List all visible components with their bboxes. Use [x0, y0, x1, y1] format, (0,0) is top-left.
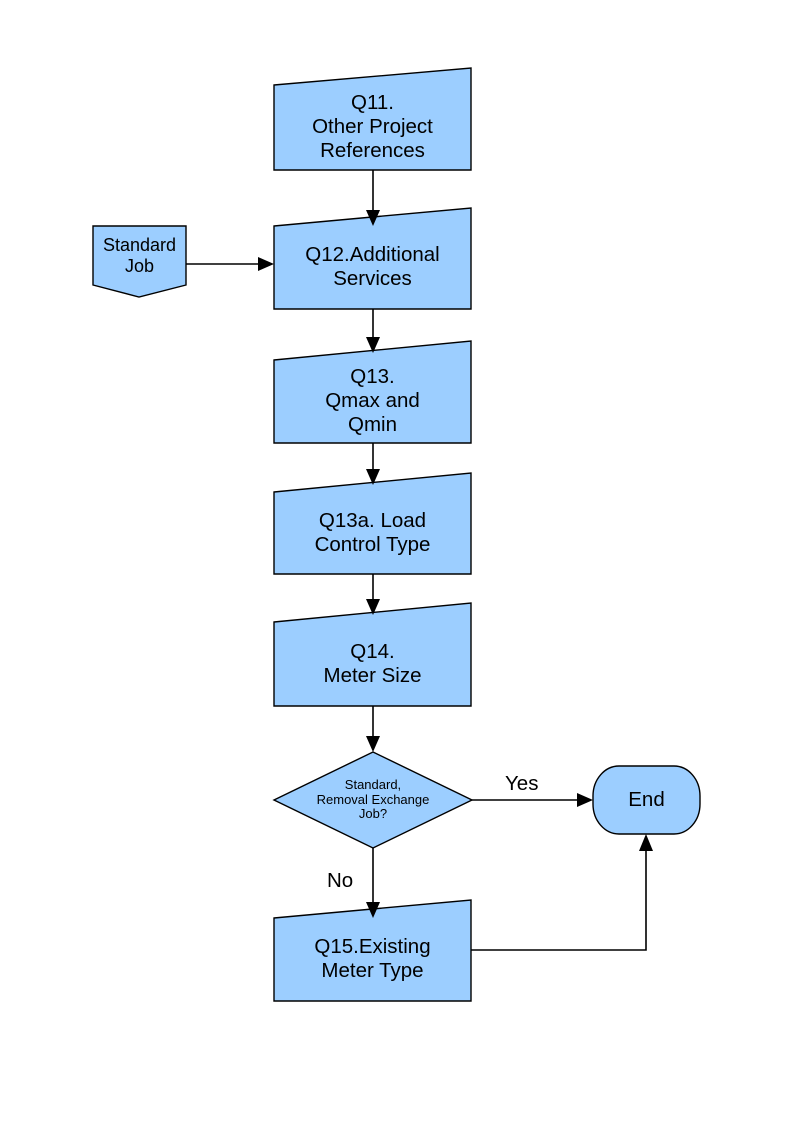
arrowhead-q13-q13a [366, 469, 380, 485]
node-shape-end[interactable] [592, 765, 701, 835]
node-shape-decision[interactable] [272, 751, 474, 849]
node-shape-q12[interactable] [273, 207, 472, 310]
node-shape-q11[interactable] [273, 67, 472, 171]
arrowhead-standardjob-q12 [258, 257, 274, 271]
arrowhead-decision-q15 [366, 902, 380, 918]
node-shape-standard-job[interactable] [92, 225, 187, 298]
arrowhead-q14-decision [366, 736, 380, 752]
node-shape-q13a[interactable] [273, 472, 472, 575]
node-shape-q15[interactable] [273, 899, 472, 1002]
arrowhead-q15-end [639, 834, 653, 851]
arrowhead-q11-q12 [366, 210, 380, 226]
arrowhead-decision-end [577, 793, 593, 807]
node-shape-q14[interactable] [273, 602, 472, 707]
node-shape-q13[interactable] [273, 340, 472, 444]
arrowhead-q12-q13 [366, 337, 380, 353]
edge-label-yes: Yes [505, 772, 539, 795]
connector-q15-end [471, 842, 647, 951]
edge-label-no: No [327, 869, 354, 892]
arrowhead-q13a-q14 [366, 599, 380, 615]
